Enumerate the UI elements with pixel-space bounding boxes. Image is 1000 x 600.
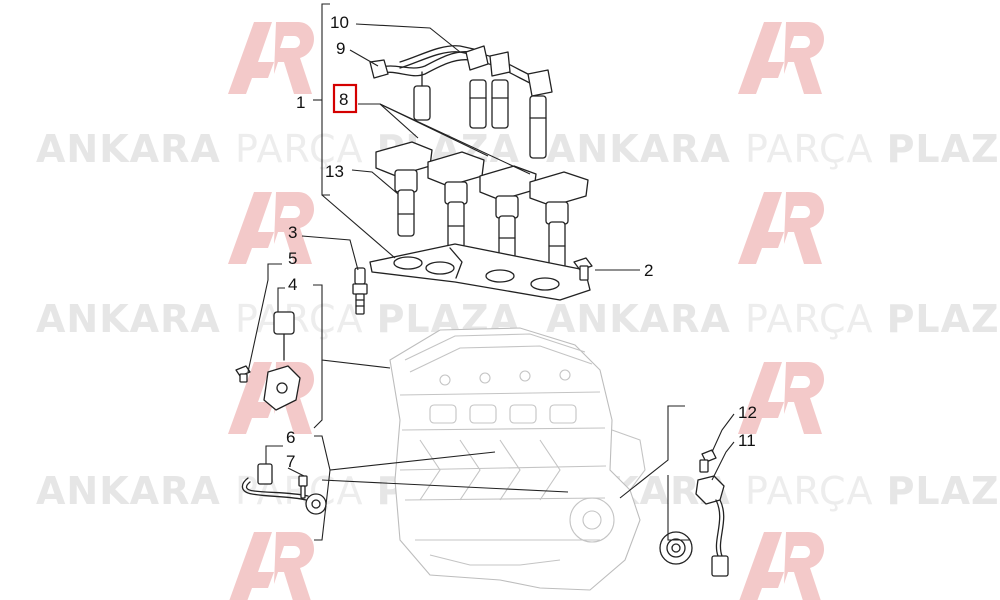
callout-2[interactable]: 2 (644, 261, 653, 280)
coil-mounting-plate (369, 243, 591, 301)
watermark-text-rows: ANKARA PARÇA PLAZA ANKARA PARÇA PLAZA ANKA… (36, 127, 1000, 513)
engine-block-outline (389, 327, 646, 591)
ignition-coil-3 (479, 165, 537, 259)
ignition-coil-1 (375, 141, 433, 237)
ignition-cable-set (369, 45, 553, 159)
watermark-logo (738, 362, 825, 434)
callout-5[interactable]: 5 (288, 249, 297, 268)
bolt-2 (573, 257, 593, 281)
watermark-text: ANKARA PARÇA PLAZA (546, 127, 1000, 171)
ignition-coil-2 (427, 151, 485, 249)
callout-leader-lines (247, 23, 735, 481)
callout-8-highlight-box (332, 83, 358, 114)
callout-3[interactable]: 3 (288, 223, 297, 242)
callout-10[interactable]: 10 (330, 13, 349, 32)
assembly-bracket-lines (313, 3, 690, 541)
callout-6[interactable]: 6 (286, 428, 295, 447)
callout-8[interactable]: 8 (339, 90, 348, 109)
callout-13[interactable]: 13 (325, 162, 344, 181)
watermark-logo (228, 192, 315, 264)
callout-1[interactable]: 1 (296, 93, 305, 112)
watermark-logo (738, 192, 825, 264)
callout-12[interactable]: 12 (738, 403, 757, 422)
watermark-text: ANKARA PARÇA PLAZA (36, 297, 520, 341)
watermark-logos (228, 22, 825, 600)
screw-12 (699, 449, 717, 473)
crankshaft-sensor-11 (695, 475, 729, 577)
tone-wheel-gear (659, 531, 693, 565)
callout-11[interactable]: 11 (738, 431, 756, 450)
watermark-logo (229, 532, 314, 600)
ignition-coils (375, 141, 589, 269)
ignition-coil-4 (529, 171, 589, 269)
watermark-logo (228, 22, 315, 94)
watermark-logo (739, 532, 824, 600)
sensor-4 (263, 311, 301, 411)
spark-plug-3 (352, 267, 368, 315)
callout-9[interactable]: 9 (336, 39, 345, 58)
callout-4[interactable]: 4 (288, 275, 297, 294)
callout-7[interactable]: 7 (286, 452, 295, 471)
screw-5 (235, 365, 251, 383)
watermark-logo (738, 22, 825, 94)
watermark-text: ANKARA PARÇA PLAZA (546, 297, 1000, 341)
callout-labels: 1 2 3 4 5 6 7 8 9 10 11 12 13 (286, 13, 757, 471)
